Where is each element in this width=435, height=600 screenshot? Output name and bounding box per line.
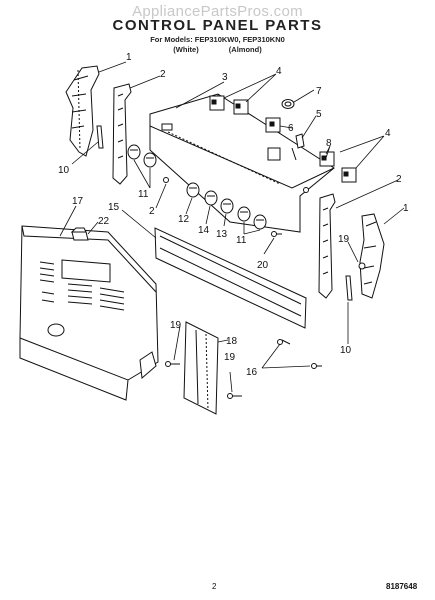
models-line: For Models: FEP310KW0, FEP310KN0 — [150, 35, 285, 44]
callout-18: 18 — [226, 336, 238, 347]
callout-1b: 1 — [403, 203, 409, 214]
callout-15: 15 — [108, 202, 120, 213]
callout-1a: 1 — [126, 52, 132, 63]
callout-10b: 10 — [340, 345, 352, 356]
screws — [163, 177, 322, 399]
left-side-bracket — [112, 83, 132, 185]
callout-19b: 19 — [170, 320, 182, 331]
callout-17: 17 — [72, 196, 84, 207]
document-number: 8187648 — [386, 582, 418, 591]
right-screw — [345, 262, 366, 301]
callout-5: 5 — [316, 109, 322, 120]
callout-8: 8 — [326, 138, 332, 149]
page-number: 2 — [212, 582, 217, 591]
callout-19c: 19 — [224, 352, 236, 363]
callout-11a: 11 — [138, 189, 149, 200]
side-panel — [183, 321, 219, 415]
variant-almond: (Almond) — [228, 45, 262, 54]
callout-labels: 1 2 3 4 7 6 5 8 4 10 11 2 12 14 13 11 20… — [58, 52, 409, 378]
callout-4a: 4 — [276, 66, 282, 77]
indicator-light — [281, 99, 295, 109]
callout-13: 13 — [216, 229, 228, 240]
callout-22: 22 — [98, 216, 110, 227]
callout-10a: 10 — [58, 165, 70, 176]
callout-11b: 11 — [236, 235, 247, 246]
callout-14: 14 — [198, 225, 210, 236]
panel-bracket — [70, 227, 89, 241]
rear-panel — [19, 225, 159, 401]
right-end-cap — [359, 213, 385, 299]
watermark: AppliancePartsPros.com — [132, 3, 303, 20]
variants-line: (White) (Almond) — [0, 45, 435, 54]
left-screw — [96, 125, 104, 149]
left-end-cap — [65, 65, 100, 157]
callout-2a: 2 — [160, 69, 166, 80]
callout-6: 6 — [288, 123, 294, 134]
callout-19a: 19 — [338, 234, 350, 245]
relay-switch — [265, 117, 281, 161]
callout-2b: 2 — [149, 206, 155, 217]
variant-white: (White) — [173, 45, 199, 54]
callout-3: 3 — [222, 72, 228, 83]
panel-trim — [154, 227, 307, 329]
right-side-bracket — [318, 193, 336, 299]
callout-4b: 4 — [385, 128, 391, 139]
callout-20: 20 — [257, 260, 269, 271]
callout-2c: 2 — [396, 174, 402, 185]
callout-12: 12 — [178, 214, 190, 225]
infinite-switches — [209, 95, 357, 183]
diagram-title: CONTROL PANEL PARTS — [112, 17, 323, 34]
knob-set — [127, 144, 267, 230]
callout-7: 7 — [316, 86, 322, 97]
leader-lines — [59, 61, 405, 393]
callout-16: 16 — [246, 367, 258, 378]
